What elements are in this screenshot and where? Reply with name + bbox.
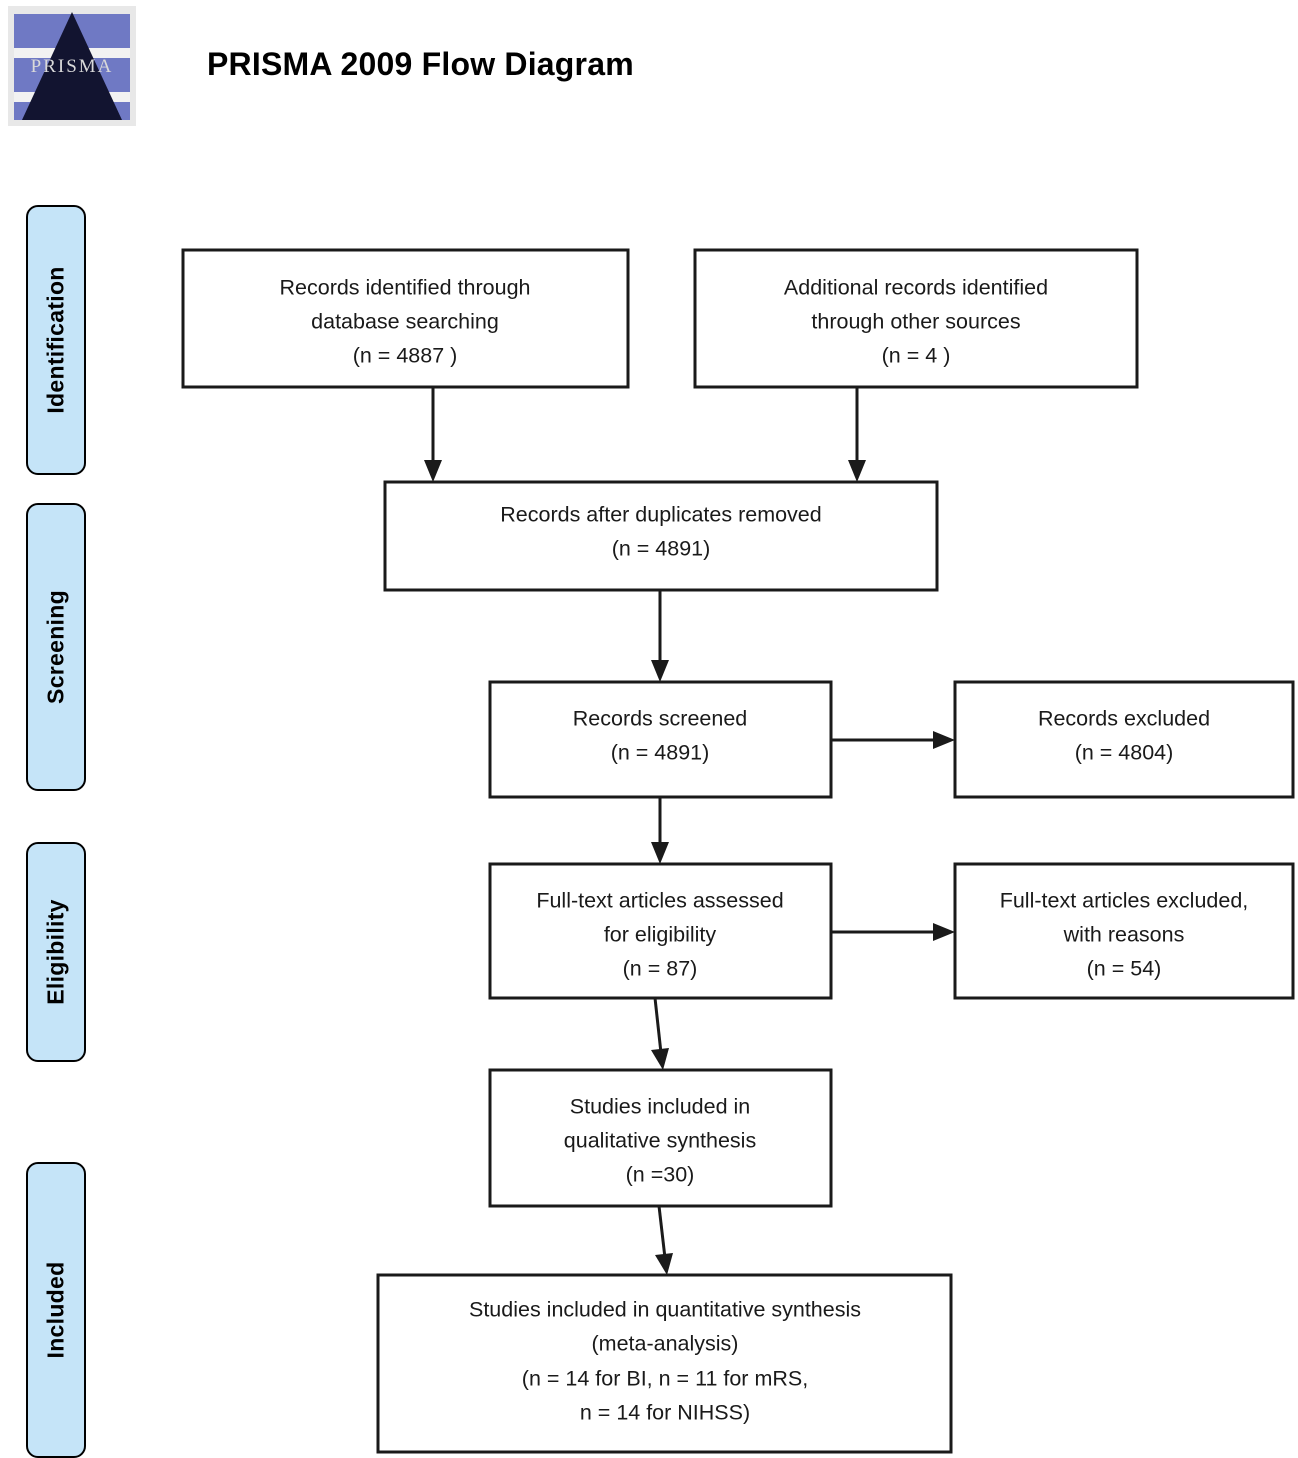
edge-database-to-duplicates <box>424 387 442 482</box>
prisma-logo: PRISMA <box>8 6 136 126</box>
box-additional-records-other-sources: Additional records identified through ot… <box>693 248 1139 389</box>
box-records-excluded: Records excluded (n = 4804) <box>953 680 1295 799</box>
box-line: through other sources <box>811 310 1020 334</box>
page-title: PRISMA 2009 Flow Diagram <box>207 46 634 82</box>
edge-screened-to-fulltext-assessed <box>651 797 669 864</box>
box-line: (n = 54) <box>1087 957 1162 981</box>
box-line: (n = 4804) <box>1075 741 1174 765</box>
stage-label-included: Included <box>26 1162 86 1458</box>
logo-wordmark: PRISMA <box>30 56 114 77</box>
box-line: (n =30) <box>626 1163 695 1187</box>
box-line: qualitative synthesis <box>564 1129 756 1153</box>
box-line: (n = 87) <box>623 957 698 981</box>
box-line: Records screened <box>573 707 747 731</box>
box-quantitative-synthesis: Studies included in quantitative synthes… <box>376 1273 953 1454</box>
box-records-screened: Records screened (n = 4891) <box>488 680 833 799</box>
stage-label-identification: Identification <box>26 205 86 475</box>
box-line: Full-text articles excluded, <box>1000 889 1249 913</box>
box-records-after-duplicates-removed: Records after duplicates removed (n = 48… <box>383 480 939 592</box>
diagram-header: PRISMA PRISMA 2009 Flow Diagram <box>0 0 1298 140</box>
edge-fulltext-assessed-to-excluded <box>831 923 955 941</box>
edge-duplicates-to-screened <box>651 590 669 682</box>
box-line: database searching <box>311 310 499 334</box>
box-line: Records after duplicates removed <box>500 503 821 527</box>
box-qualitative-synthesis: Studies included in qualitative synthesi… <box>488 1068 833 1208</box>
edge-screened-to-records-excluded <box>831 731 955 749</box>
box-line: Records identified through <box>280 276 531 300</box>
box-line: (n = 4891) <box>612 537 711 561</box>
box-line: (n = 14 for BI, n = 11 for mRS, <box>522 1367 808 1391</box>
edge-qualitative-to-quantitative <box>655 1205 673 1275</box>
stage-label-eligibility: Eligibility <box>26 842 86 1062</box>
box-line: for eligibility <box>604 923 717 947</box>
box-line: Records excluded <box>1038 707 1210 731</box>
box-line: with reasons <box>1063 923 1185 947</box>
box-line: Studies included in <box>570 1095 750 1119</box>
edge-fulltext-assessed-to-qualitative <box>651 997 669 1070</box>
box-fulltext-articles-excluded: Full-text articles excluded, with reason… <box>953 862 1295 1000</box>
box-line: Additional records identified <box>784 276 1048 300</box>
box-line: (n = 4 ) <box>882 344 951 368</box>
box-records-identified-database: Records identified through database sear… <box>181 248 630 389</box>
box-line: Studies included in quantitative synthes… <box>469 1298 861 1322</box>
box-fulltext-articles-assessed: Full-text articles assessed for eligibil… <box>488 862 833 1000</box>
box-line: (n = 4891) <box>611 741 710 765</box>
box-line: (n = 4887 ) <box>353 344 458 368</box>
stage-label-screening: Screening <box>26 503 86 791</box>
box-line: (meta-analysis) <box>592 1332 739 1356</box>
edge-other-sources-to-duplicates <box>848 387 866 482</box>
box-line: n = 14 for NIHSS) <box>580 1401 750 1425</box>
box-line: Full-text articles assessed <box>536 889 783 913</box>
logo-triangle-icon <box>22 12 122 120</box>
